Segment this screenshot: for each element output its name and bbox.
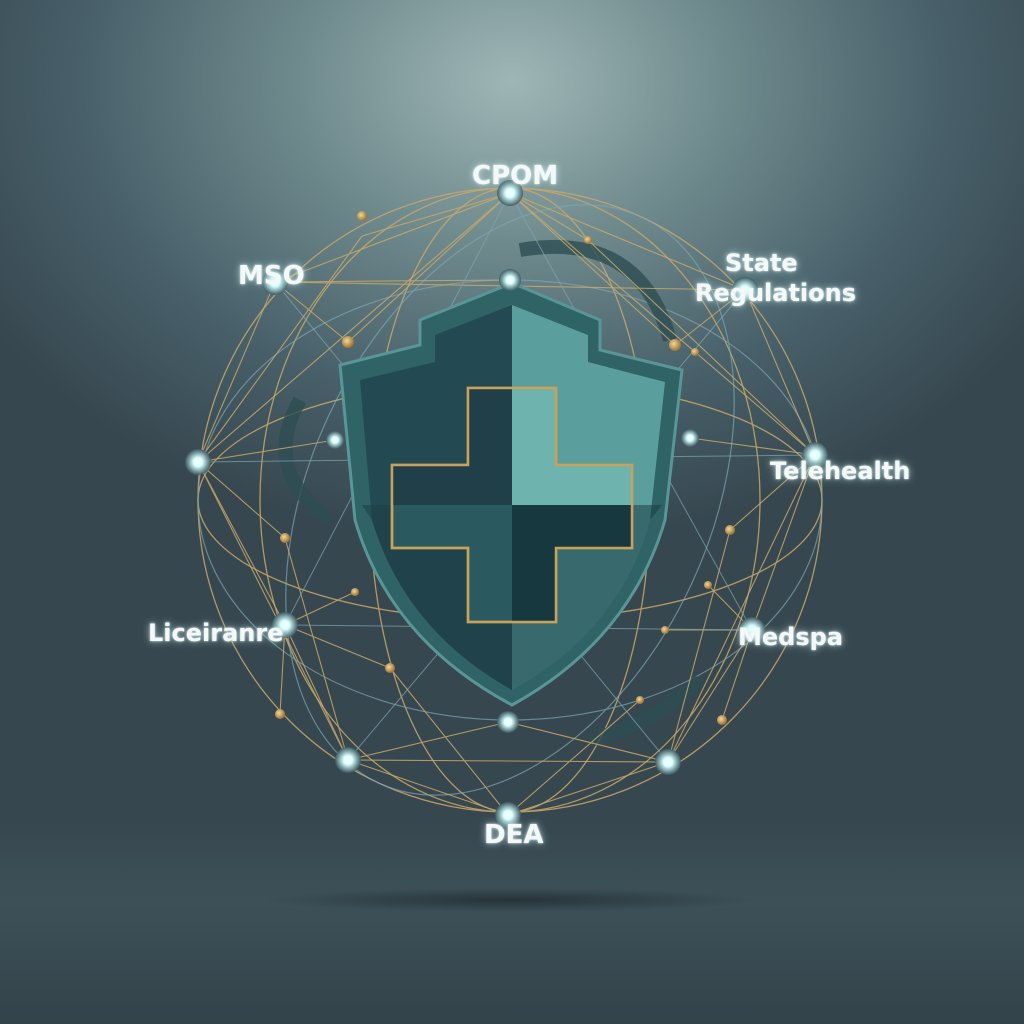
- glow-nodes: [185, 180, 828, 828]
- shield-icon: [338, 281, 684, 707]
- medical-cross-icon: [390, 386, 634, 624]
- node-label-state-line2: Regulations: [695, 279, 857, 307]
- floor-shadow: [260, 888, 760, 912]
- node-label-dea: DEA: [484, 820, 544, 850]
- floor-gradient: [0, 820, 1024, 1024]
- network-lines: [197, 192, 816, 816]
- node-label-medspa: Medspa: [738, 623, 843, 651]
- node-label-cpom: CPOM: [472, 161, 559, 191]
- gold-nodes: [275, 211, 735, 725]
- node-label-state-line1: State: [725, 249, 798, 277]
- node-label-telehealth: Telehealth: [770, 457, 911, 485]
- node-label-licensure: Liceiranre: [148, 619, 284, 647]
- node-label-mso: MSO: [238, 261, 305, 291]
